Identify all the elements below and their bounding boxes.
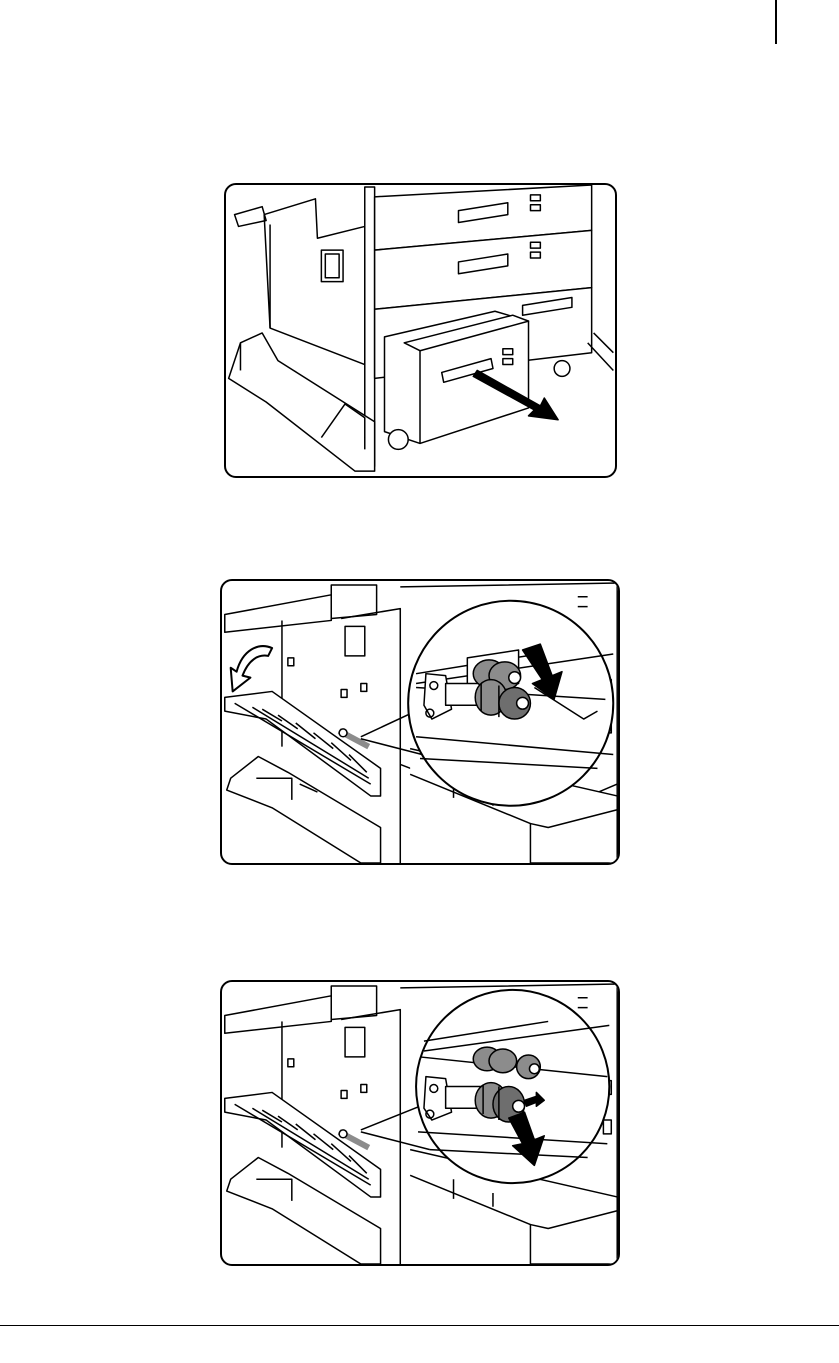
figure-side-door-open: [220, 579, 620, 865]
curved-arrow-open-icon: [231, 646, 272, 691]
side-door-illustration: [222, 581, 618, 863]
page-corner-mark: [775, 0, 777, 44]
figure-tray-pulled-out: [224, 183, 617, 478]
tray-illustration: [226, 185, 615, 476]
roller-removal-illustration: [222, 982, 618, 1264]
footer-rule: [0, 1325, 839, 1326]
figure-roller-removal: [220, 980, 620, 1266]
